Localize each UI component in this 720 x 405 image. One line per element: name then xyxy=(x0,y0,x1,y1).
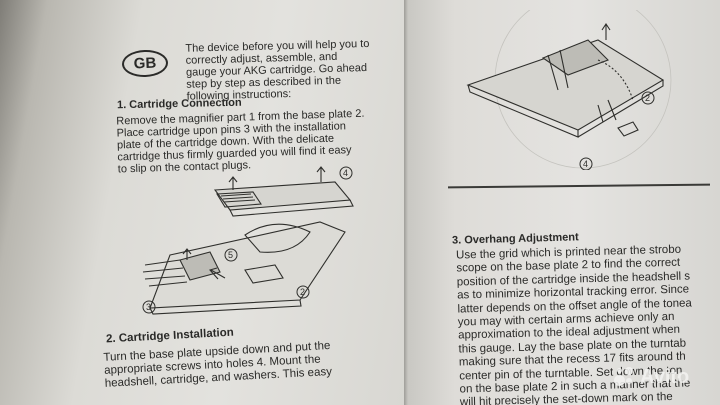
figure-label: 4 xyxy=(583,159,588,169)
left-page: GB The device before you will help you t… xyxy=(0,0,408,405)
section2-heading: 2. Cartridge Installation xyxy=(105,326,235,346)
figure-label: 5 xyxy=(228,250,233,260)
section1-heading: 1. Cartridge Connection xyxy=(116,96,242,112)
section2-paragraph: Turn the base plate upside down and put … xyxy=(103,336,405,391)
avito-watermark: Avito xyxy=(614,362,689,392)
avito-wordmark: Avito xyxy=(640,365,690,388)
avito-logo-icon xyxy=(614,366,636,388)
figure-label: 3 xyxy=(146,302,151,312)
overhang-figure: 2 4 xyxy=(466,10,672,170)
figure-label: 2 xyxy=(300,287,305,297)
figure-label: 4 xyxy=(343,168,348,178)
intro-paragraph: The device before you will help you to c… xyxy=(185,37,396,103)
right-page: 2 4 xyxy=(408,0,720,405)
cartridge-connection-figure: 4 5 2 3 xyxy=(142,166,354,315)
language-badge: GB xyxy=(121,49,169,78)
figure-label: 2 xyxy=(645,93,650,103)
